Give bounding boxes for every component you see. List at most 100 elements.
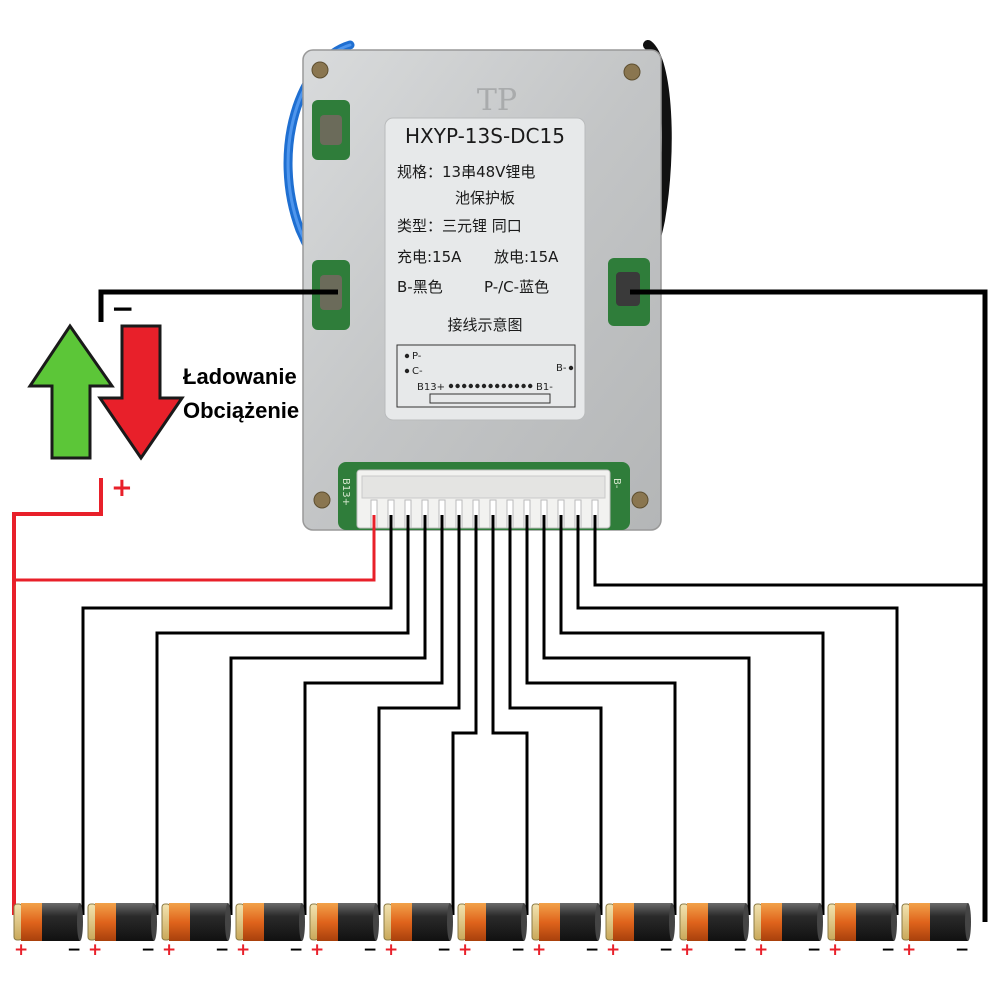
- schematic-dot: [514, 383, 520, 389]
- cell-cap: [235, 903, 245, 941]
- cell-band: [465, 903, 487, 941]
- cell-end: [77, 903, 83, 941]
- cell-band: [317, 903, 339, 941]
- cell-band: [835, 903, 857, 941]
- cell-end: [817, 903, 823, 941]
- legend-charging: Ładowanie: [183, 364, 297, 389]
- cell-cap: [531, 903, 541, 941]
- battery-cells: +−+−+−+−+−+−+−+−+−+−+−+−+−: [13, 903, 971, 960]
- cell-plus-label: +: [14, 940, 28, 960]
- screw-bottom-left: [313, 491, 331, 509]
- cell-minus-label: −: [511, 940, 525, 960]
- cell-end: [225, 903, 231, 941]
- cell-cap: [309, 903, 319, 941]
- cell-minus-label: −: [585, 940, 599, 960]
- screw-top-left: [311, 61, 329, 79]
- cell-band: [243, 903, 265, 941]
- schematic-dot: [501, 383, 506, 389]
- cell-band: [95, 903, 117, 941]
- schematic-dot: [521, 383, 526, 389]
- schematic-dot: [448, 383, 454, 389]
- board-wire-p: P-/C-蓝色: [484, 278, 549, 296]
- cell-plus-label: +: [532, 940, 546, 960]
- cell-body: [856, 903, 894, 941]
- cell-minus-label: −: [437, 940, 451, 960]
- screw-bottom-right: [631, 491, 649, 509]
- battery-cell: +−: [309, 903, 379, 960]
- balance-wire: [491, 515, 529, 915]
- cell-cap: [383, 903, 393, 941]
- balance-wire: [559, 515, 825, 915]
- label-schematic: P- C- B- B13+ B1-: [396, 344, 576, 408]
- cell-minus-label: −: [141, 940, 155, 960]
- load-plus-wire: [12, 478, 103, 915]
- board-discharge: 放电:15A: [494, 248, 559, 266]
- cell-plus-label: +: [162, 940, 176, 960]
- cell-body: [190, 903, 228, 941]
- board-spec-line1: 规格：13串48V锂电: [397, 163, 535, 181]
- charge-load-legend: − + Ładowanie Obciążenie: [27, 292, 299, 503]
- cell-band: [539, 903, 561, 941]
- cell-minus-label: −: [955, 940, 969, 960]
- cell-body: [264, 903, 302, 941]
- cell-band: [21, 903, 43, 941]
- balance-wire: [155, 515, 410, 915]
- cell-band: [909, 903, 931, 941]
- cell-minus-label: −: [659, 940, 673, 960]
- schematic-dot: [508, 383, 513, 389]
- cell-minus-label: −: [807, 940, 821, 960]
- cell-minus-label: −: [363, 940, 377, 960]
- load-arrow: [97, 324, 185, 461]
- balance-wire: [542, 515, 751, 915]
- schematic-dot: [475, 383, 480, 389]
- schematic-dot: [481, 383, 487, 389]
- cell-cap: [901, 903, 911, 941]
- schematic-dot: [468, 383, 473, 389]
- cell-minus-label: −: [289, 940, 303, 960]
- schematic-pin-b13: B13+: [417, 382, 445, 393]
- cell-cap: [753, 903, 763, 941]
- cell-cap: [161, 903, 171, 941]
- board-wire-b: B-黑色: [397, 278, 443, 296]
- cell-band: [391, 903, 413, 941]
- cell-plus-label: +: [88, 940, 102, 960]
- board-type: 类型：三元锂 同口: [397, 217, 522, 235]
- battery-cell: +−: [383, 903, 453, 960]
- schematic-dot: [488, 383, 493, 389]
- battery-cell: +−: [13, 903, 83, 960]
- connector-label-left: B13+: [340, 478, 351, 506]
- cell-body: [560, 903, 598, 941]
- cell-band: [613, 903, 635, 941]
- schematic-dot: [462, 383, 467, 389]
- balance-wire: [576, 515, 899, 915]
- board-model: HXYP-13S-DC15: [405, 124, 565, 148]
- main-leads: [12, 289, 988, 922]
- cell-plus-label: +: [236, 940, 250, 960]
- cell-body: [412, 903, 450, 941]
- schematic-pin-b1: B1-: [536, 382, 553, 393]
- connector-label-right: B-: [611, 478, 622, 489]
- balance-wire-b13: [14, 515, 376, 582]
- battery-cell: +−: [235, 903, 305, 960]
- schematic-pin-c: C-: [412, 366, 423, 377]
- charging-arrow: [27, 323, 115, 460]
- screw-top-right: [623, 63, 641, 81]
- cell-cap: [87, 903, 97, 941]
- cell-body: [42, 903, 80, 941]
- cell-plus-label: +: [680, 940, 694, 960]
- battery-cell: +−: [457, 903, 527, 960]
- balance-wire-b-minus: [593, 515, 985, 587]
- b-minus-wire: [630, 289, 988, 922]
- cell-end: [373, 903, 379, 941]
- cell-body: [486, 903, 524, 941]
- cell-end: [965, 903, 971, 941]
- board-logo: TP: [477, 83, 517, 118]
- cell-plus-label: +: [606, 940, 620, 960]
- battery-cell: +−: [753, 903, 823, 960]
- balance-wire: [81, 515, 393, 915]
- cell-minus-label: −: [67, 940, 81, 960]
- cell-body: [930, 903, 968, 941]
- battery-cell: +−: [87, 903, 157, 960]
- load-minus-wire: [98, 289, 338, 322]
